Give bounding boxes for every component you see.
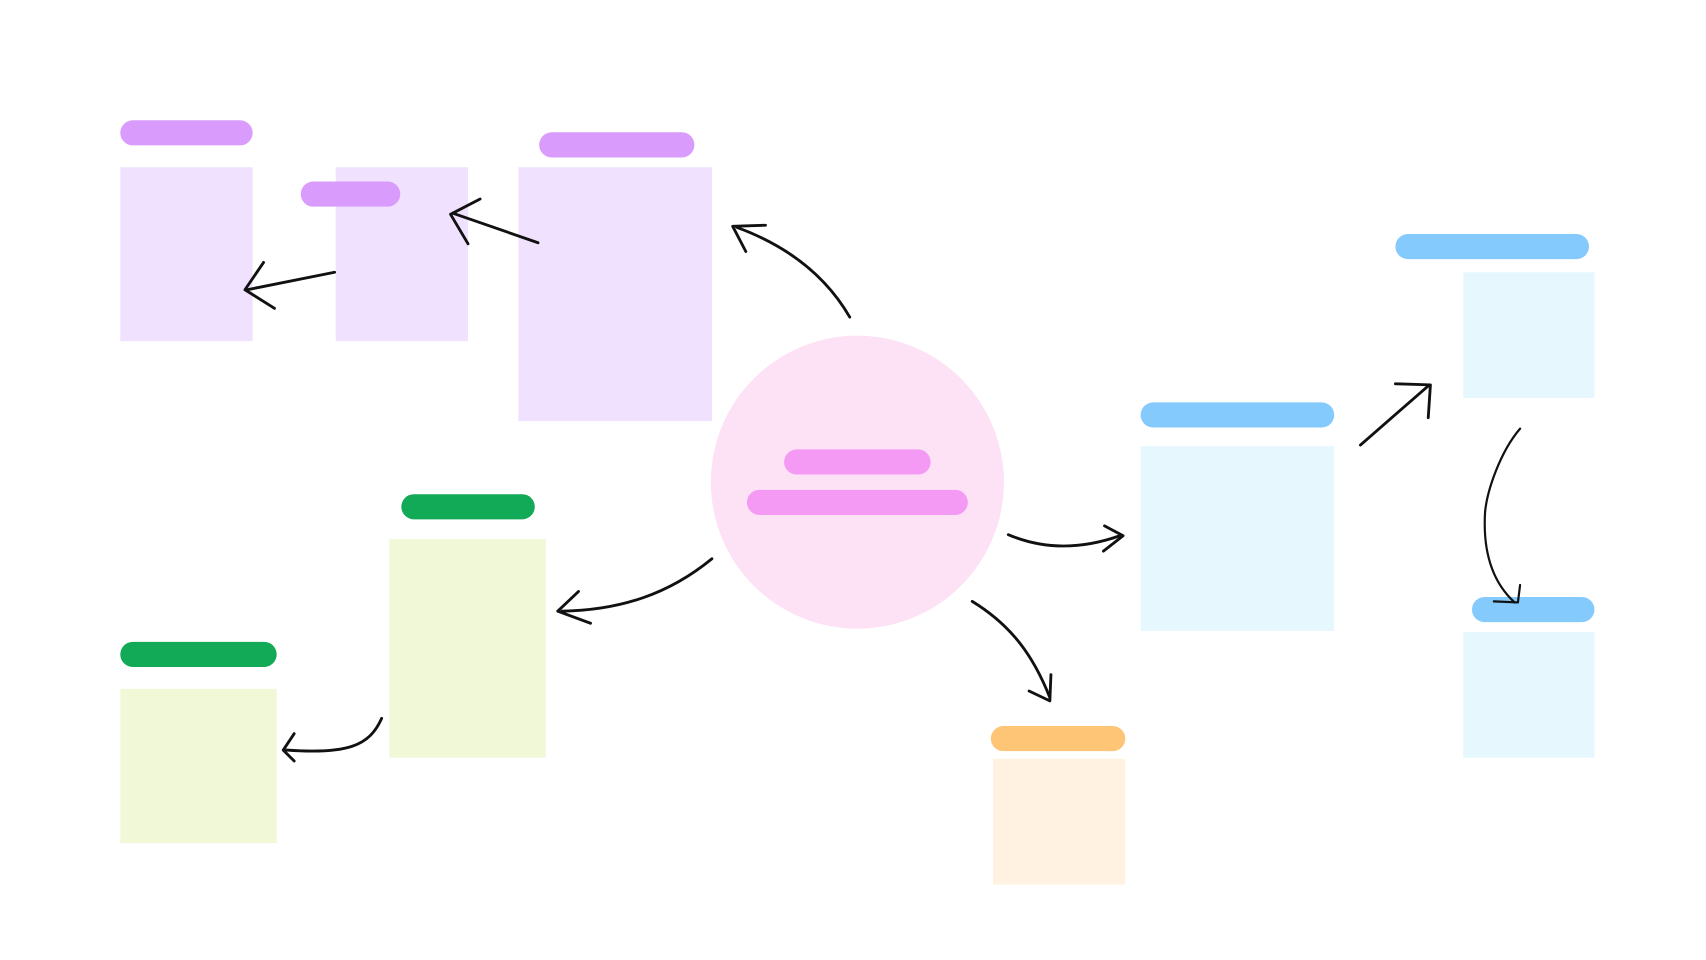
- card: [120, 167, 253, 342]
- arrow-blue1-to-blue2: [1359, 382, 1432, 447]
- center-circle: [710, 335, 1004, 629]
- purple-node-2[interactable]: [300, 167, 469, 342]
- arrow-center-to-purple: [731, 223, 852, 319]
- green-node-2[interactable]: [120, 641, 277, 844]
- arrow-center-to-green: [556, 557, 714, 625]
- orange-node[interactable]: [990, 726, 1126, 885]
- label-bar: [1471, 596, 1595, 623]
- blue-node-2[interactable]: [1395, 233, 1595, 398]
- arrow-center-to-orange: [970, 599, 1053, 703]
- card: [1463, 631, 1595, 758]
- card: [1463, 272, 1595, 398]
- label-bar: [120, 120, 253, 146]
- center-node[interactable]: [710, 335, 1004, 629]
- blue-node-3[interactable]: [1463, 596, 1595, 758]
- label-bar: [539, 132, 695, 158]
- green-node-1[interactable]: [389, 494, 546, 758]
- card: [992, 758, 1126, 885]
- label-bar: [1140, 402, 1335, 428]
- label-bar: [990, 726, 1126, 752]
- purple-node-1[interactable]: [120, 120, 253, 342]
- label-bar: [401, 494, 535, 520]
- card: [518, 167, 712, 421]
- arrow-purple3-to-purple2: [449, 197, 540, 246]
- arrow-center-to-blue1: [1006, 524, 1125, 553]
- label-bar: [120, 641, 277, 667]
- label-bar: [1395, 233, 1589, 260]
- center-label-bar-2: [746, 489, 968, 515]
- purple-node-3[interactable]: [518, 132, 712, 421]
- blue-node-1[interactable]: [1140, 402, 1335, 631]
- arrow-purple2-to-purple1: [243, 260, 337, 310]
- card: [120, 688, 277, 844]
- arrow-blue2-to-blue3: [1483, 427, 1522, 604]
- label-bar: [300, 181, 401, 207]
- center-label-bar-1: [784, 449, 931, 475]
- card: [1140, 446, 1335, 631]
- card: [389, 539, 546, 758]
- arrow-green1-to-green2: [281, 716, 384, 763]
